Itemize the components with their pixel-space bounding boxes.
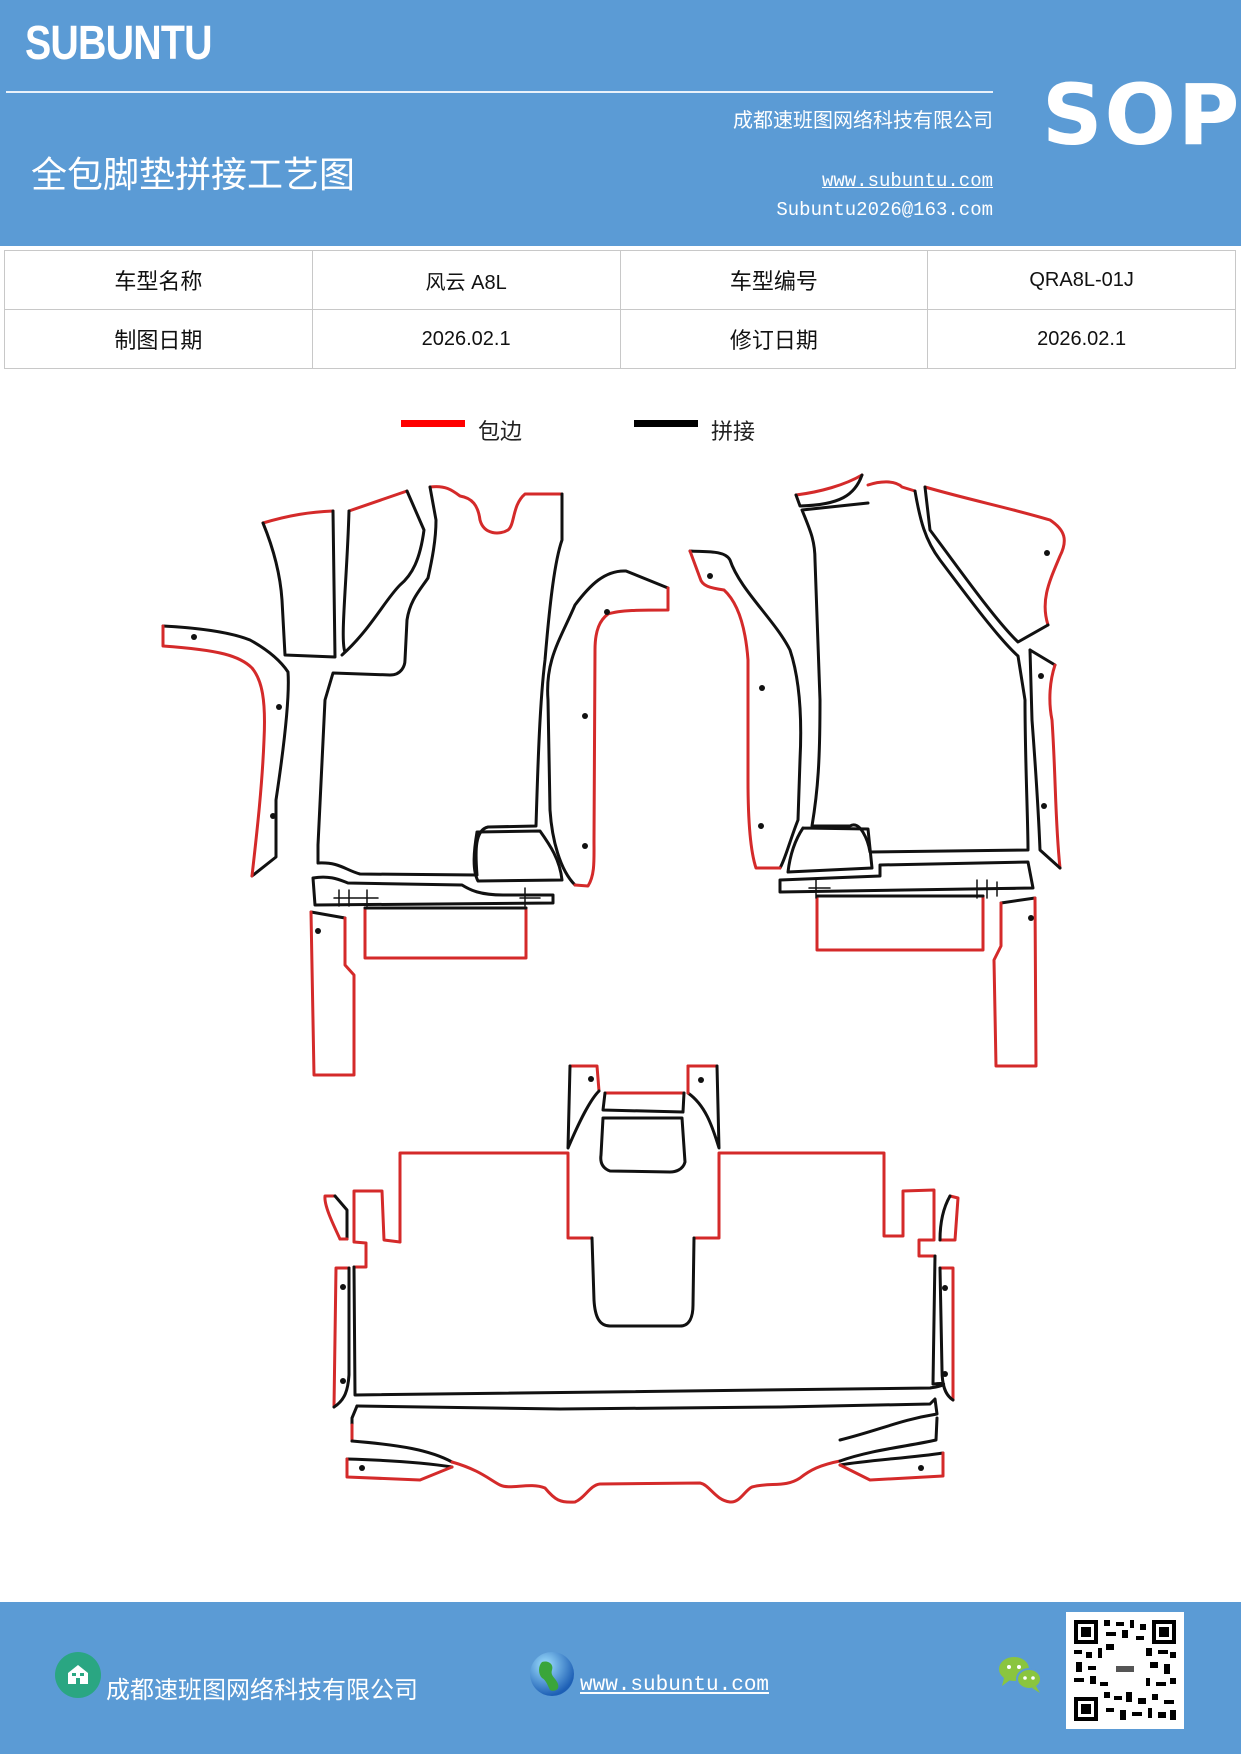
header-email: Subuntu2026@163.com [776,199,993,221]
floor-mat-diagram [161,473,1066,1504]
legend-label: 包边 [478,420,523,445]
legend-item-seam: 拼接 [634,400,755,446]
building-icon [55,1652,101,1698]
draw-date-value: 2026.02.1 [311,309,621,369]
driver-side-group [161,485,670,1077]
header-divider [6,91,993,93]
legend-item-binding: 包边 [401,400,522,446]
page-title: 全包脚垫拼接工艺图 [31,155,356,196]
table-row: 制图日期 2026.02.1 修订日期 2026.02.1 [4,309,1236,369]
qr-code [1066,1612,1184,1729]
rear-row-group [323,1064,960,1504]
model-name-label: 车型名称 [4,250,313,310]
revision-date-value: 2026.02.1 [927,309,1236,369]
wechat-icon [999,1657,1042,1693]
header-company-name: 成都速班图网络科技有限公司 [733,108,993,132]
header-website-link[interactable]: www.subuntu.com [821,170,993,192]
draw-date-label: 制图日期 [4,309,313,369]
passenger-side-group [688,473,1066,1068]
footer-company-name: 成都速班图网络科技有限公司 [106,1676,418,1704]
header-banner [0,0,1241,246]
vehicle-info-table: 车型名称 风云 A8L 车型编号 QRA8L-01J 制图日期 2026.02.… [4,250,1236,369]
legend-label: 拼接 [711,420,756,445]
brand-logo: SUBUNTU [25,17,212,70]
model-code-value: QRA8L-01J [927,250,1236,310]
footer-website-link[interactable]: www.subuntu.com [580,1674,770,1697]
revision-date-label: 修订日期 [619,309,929,369]
qr-code-pattern [1074,1620,1176,1721]
model-name-value: 风云 A8L [311,250,621,310]
table-row: 车型名称 风云 A8L 车型编号 QRA8L-01J [4,250,1236,310]
globe-icon [530,1652,574,1696]
red-line-swatch [401,419,465,427]
model-code-label: 车型编号 [619,250,929,310]
black-line-swatch [634,419,698,427]
sop-badge: SOP [1042,66,1241,164]
